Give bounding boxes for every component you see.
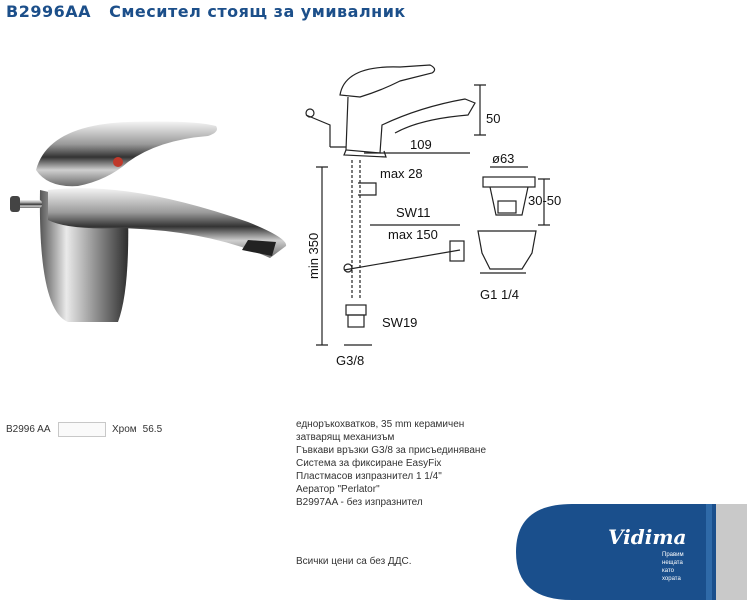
- dim-max28: max 28: [380, 166, 423, 181]
- brand-tagline: като: [662, 568, 675, 574]
- product-row: B2996 AA Хром 56.5: [6, 421, 162, 437]
- dim-sw11: SW11: [396, 205, 430, 220]
- list-item: Пластмасов изпразнител 1 1/4": [296, 471, 442, 482]
- dim-max150: max 150: [388, 227, 438, 242]
- faucet-photo: [10, 121, 287, 322]
- brand-tagline: хората: [662, 576, 681, 582]
- list-item: Система за фиксиране EasyFix: [296, 458, 442, 469]
- technical-drawing: 50 109 ø63 max 28 30-50 SW11 min 350 max…: [305, 64, 561, 368]
- list-item: Аератор "Perlator": [296, 484, 380, 495]
- row-finish: Хром: [112, 423, 137, 435]
- dim-d63: ø63: [492, 151, 514, 166]
- list-item: затварящ механизъм: [296, 432, 395, 443]
- brand-name: Vidima: [608, 525, 686, 549]
- brand-tagline: Правим: [662, 552, 684, 558]
- row-price: 56.5: [142, 423, 163, 435]
- list-item: B2997AA - без изпразнител: [296, 497, 423, 508]
- dim-30-50: 30-50: [528, 193, 561, 208]
- product-code: B2996AA: [6, 2, 91, 21]
- dim-g1-1-4: G1 1/4: [480, 287, 519, 302]
- feature-list: еднoръкохватков, 35 mm керамичен затваря…: [296, 418, 486, 509]
- product-name: Смесител стоящ за умивалник: [109, 2, 406, 21]
- dim-g3-8: G3/8: [336, 353, 364, 368]
- dim-sw19: SW19: [382, 315, 417, 330]
- brand-tagline: нещата: [662, 560, 683, 566]
- dim-109: 109: [410, 137, 432, 152]
- page-title: B2996AA Смесител стоящ за умивалник: [6, 2, 406, 21]
- dim-min350: min 350: [306, 233, 321, 279]
- list-item: еднoръкохватков, 35 mm керамичен: [296, 419, 465, 430]
- finish-swatch: [58, 421, 106, 437]
- vidima-logo: Vidima Правим нещата като хората: [516, 504, 747, 600]
- list-item: Гъвкави връзки G3/8 за присъединяване: [296, 445, 486, 456]
- vat-note: Всички цени са без ДДС.: [296, 556, 412, 567]
- dim-50: 50: [486, 111, 500, 126]
- row-code: B2996 AA: [6, 423, 51, 435]
